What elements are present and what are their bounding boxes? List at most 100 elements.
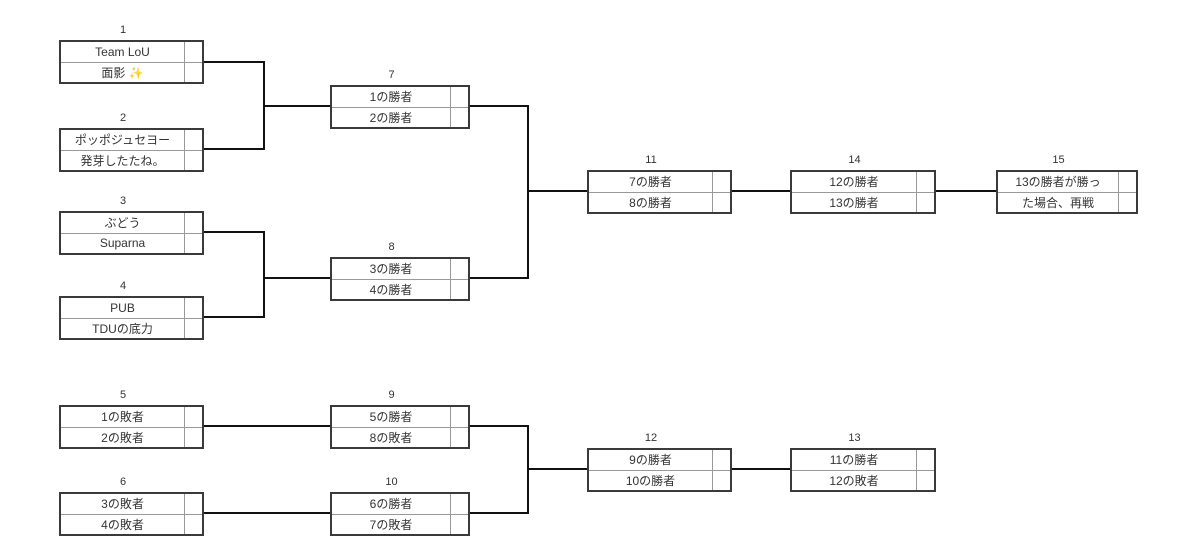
match-11-number: 11 [645, 154, 657, 166]
match-15-box: 13の勝者が勝っ た場合、再戦 [996, 170, 1138, 214]
score-cell [712, 450, 730, 470]
score-cell [184, 213, 202, 233]
match-7: 7 1の勝者 2の勝者 [330, 69, 470, 129]
match-9: 9 5の勝者 8の敗者 [330, 389, 470, 449]
match-7-slot-top: 1の勝者 [332, 87, 468, 107]
score-cell [450, 87, 468, 107]
match-15: 15 13の勝者が勝っ た場合、再戦 [996, 154, 1138, 214]
match-9-box: 5の勝者 8の敗者 [330, 405, 470, 449]
score-cell [450, 107, 468, 127]
match-13-number: 13 [848, 432, 861, 444]
participant-name: 面影 ✨ [101, 65, 144, 80]
match-12: 12 9の勝者 10の勝者 [587, 432, 732, 492]
participant-name: Team LoU [95, 44, 150, 59]
match-14: 14 12の勝者 13の勝者 [790, 154, 936, 214]
score-cell [1118, 172, 1136, 192]
score-cell [450, 259, 468, 279]
participant-name: PUB [110, 300, 135, 315]
match-3-slot-bottom: Suparna [61, 232, 202, 253]
match-13-slot-bottom: 12の敗者 [792, 469, 934, 490]
match-4-slot-top: PUB [61, 298, 202, 318]
match-11-box: 7の勝者 8の勝者 [587, 170, 732, 214]
match-2-number: 2 [119, 112, 127, 124]
score-cell [916, 172, 934, 192]
match-6-slot-top: 3の敗者 [61, 494, 202, 514]
match-10-slot-bottom: 7の敗者 [332, 513, 468, 534]
match-10-slot-top: 6の勝者 [332, 494, 468, 514]
match-4-number: 4 [119, 280, 127, 292]
participant-name: 13の勝者 [829, 195, 879, 210]
match-1-slot-top: Team LoU [61, 42, 202, 62]
participant-name: 4の勝者 [369, 282, 413, 297]
match-4: 4 PUB TDUの底力 [59, 280, 204, 340]
connector-line [204, 148, 265, 150]
participant-name: 8の敗者 [369, 430, 413, 445]
score-cell [184, 407, 202, 427]
note-text: 13の勝者が勝っ [1015, 175, 1101, 190]
match-12-slot-top: 9の勝者 [589, 450, 730, 470]
match-1-number: 1 [119, 24, 127, 36]
match-15-number: 15 [1052, 154, 1065, 166]
match-1: 1 Team LoU 面影 ✨ [59, 24, 204, 84]
match-11-slot-top: 7の勝者 [589, 172, 730, 192]
connector-line [732, 190, 790, 192]
match-3-box: ぶどう Suparna [59, 211, 204, 255]
score-cell [184, 494, 202, 514]
participant-name: ポッポジュセヨー [74, 133, 171, 148]
participant-name: Suparna [99, 236, 146, 251]
match-6-slot-bottom: 4の敗者 [61, 513, 202, 534]
match-10: 10 6の勝者 7の敗者 [330, 476, 470, 536]
score-cell [916, 470, 934, 490]
connector-line [263, 105, 330, 107]
connector-line [527, 190, 587, 192]
score-cell [712, 470, 730, 490]
match-15-slot-top: 13の勝者が勝っ [998, 172, 1136, 192]
match-13-box: 11の勝者 12の敗者 [790, 448, 936, 492]
participant-name: 12の敗者 [829, 473, 879, 488]
match-8-box: 3の勝者 4の勝者 [330, 257, 470, 301]
participant-name: 7の敗者 [369, 517, 413, 532]
participant-name: TDUの底力 [92, 321, 153, 336]
connector-line [732, 468, 790, 470]
score-cell [450, 427, 468, 447]
match-13: 13 11の勝者 12の敗者 [790, 432, 936, 492]
connector-line [470, 425, 529, 427]
connector-line [263, 277, 330, 279]
participant-name: 2の勝者 [369, 110, 413, 125]
match-6: 6 3の敗者 4の敗者 [59, 476, 204, 536]
participant-name: 1の敗者 [101, 410, 144, 425]
participant-name: 9の勝者 [629, 453, 672, 468]
score-cell [184, 318, 202, 338]
score-cell [450, 514, 468, 534]
score-cell [916, 450, 934, 470]
connector-line [527, 105, 529, 279]
score-cell [184, 62, 202, 82]
match-1-box: Team LoU 面影 ✨ [59, 40, 204, 84]
score-cell [1118, 192, 1136, 212]
match-5-slot-bottom: 2の敗者 [61, 426, 202, 447]
match-2-slot-bottom: 発芽したたね。 [61, 149, 202, 170]
connector-line [470, 277, 529, 279]
match-8: 8 3の勝者 4の勝者 [330, 241, 470, 301]
participant-name: 2の敗者 [101, 430, 144, 445]
match-9-slot-bottom: 8の敗者 [332, 426, 468, 447]
connector-line [470, 512, 529, 514]
match-4-box: PUB TDUの底力 [59, 296, 204, 340]
match-13-slot-top: 11の勝者 [792, 450, 934, 470]
participant-name: 発芽したたね。 [80, 153, 165, 168]
score-cell [450, 279, 468, 299]
match-11: 11 7の勝者 8の勝者 [587, 154, 732, 214]
score-cell [184, 150, 202, 170]
match-8-slot-bottom: 4の勝者 [332, 278, 468, 299]
match-15-slot-bottom: た場合、再戦 [998, 191, 1136, 212]
connector-line [204, 425, 330, 427]
match-7-slot-bottom: 2の勝者 [332, 106, 468, 127]
score-cell [184, 427, 202, 447]
participant-name: 8の勝者 [629, 195, 672, 210]
match-3-slot-top: ぶどう [61, 213, 202, 233]
score-cell [184, 298, 202, 318]
match-7-box: 1の勝者 2の勝者 [330, 85, 470, 129]
participant-name: 3の勝者 [369, 262, 413, 277]
match-9-slot-top: 5の勝者 [332, 407, 468, 427]
